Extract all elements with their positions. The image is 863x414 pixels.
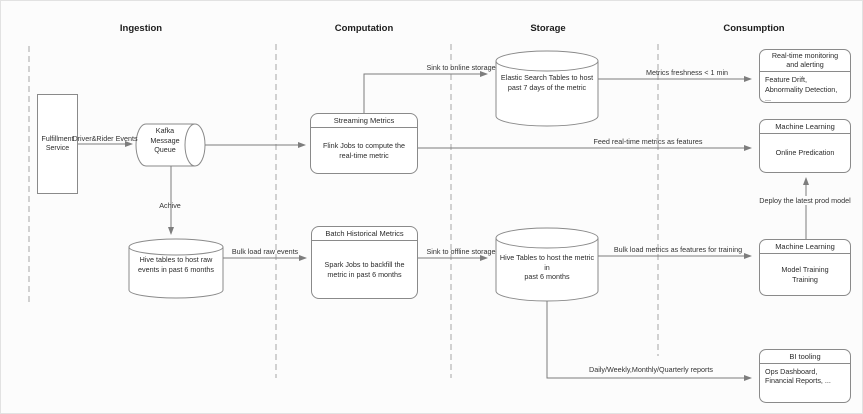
streaming-metrics-title: Streaming Metrics xyxy=(311,114,417,128)
ml-model-training-body: Model Training Training xyxy=(781,265,829,284)
batch-historical-metrics-node: Batch Historical Metrics Spark Jobs to b… xyxy=(311,226,418,299)
streaming-metrics-body: Flink Jobs to compute the real-time metr… xyxy=(323,141,405,160)
edge-label-sink-offline: Sink to offline storage xyxy=(426,247,496,256)
edge-label-achive: Achive xyxy=(159,201,181,210)
kafka-message-queue-label: Kafka Message Queue xyxy=(150,126,180,155)
kafka-cylinder-shape xyxy=(135,123,206,167)
ml-model-training-node: Machine Learning Model Training Training xyxy=(759,239,851,296)
batch-historical-metrics-title: Batch Historical Metrics xyxy=(312,227,417,241)
edge-streaming-to-elastic xyxy=(363,71,488,113)
bi-tooling-node: BI tooling Ops Dashboard, Financial Repo… xyxy=(759,349,851,403)
edge-label-metrics-freshness: Metrics freshness < 1 min xyxy=(645,68,729,77)
edge-label-deploy-model: Deploy the latest prod model xyxy=(757,196,853,205)
edge-label-sink-online: Sink to online storage xyxy=(426,63,496,72)
hive-metric-tables-label: Hive Tables to host the metric in past 6… xyxy=(499,253,595,282)
edge-label-bulk-training: Bulk load metrics as features for traini… xyxy=(613,245,743,254)
hive-raw-events-label: Hive tables to host raw events in past 6… xyxy=(138,255,214,274)
ml-online-prediction-body: Online Predication xyxy=(775,148,835,158)
elastic-search-tables-label: Elastic Search Tables to host past 7 day… xyxy=(500,73,594,92)
elastic-search-cylinder-shape xyxy=(495,50,599,127)
edge-label-reports: Daily/Weekly,Monthly/Quarterly reports xyxy=(589,365,713,374)
lane-header-storage: Storage xyxy=(530,23,566,34)
streaming-metrics-node: Streaming Metrics Flink Jobs to compute … xyxy=(310,113,418,174)
edge-hive-metric-to-bi xyxy=(546,301,752,381)
edge-label-feed-features: Feed real-time metrics as features xyxy=(593,137,703,146)
lane-header-consumption: Consumption xyxy=(723,23,785,34)
realtime-monitoring-body: Feature Drift, Abnormality Detection, ..… xyxy=(765,75,838,103)
hive-metric-cylinder-shape xyxy=(495,227,599,302)
realtime-monitoring-node: Real-time monitoring and alerting Featur… xyxy=(759,49,851,103)
ml-model-training-title: Machine Learning xyxy=(760,240,850,254)
bi-tooling-body: Ops Dashboard, Financial Reports, ... xyxy=(765,367,831,386)
ml-online-prediction-title: Machine Learning xyxy=(760,120,850,134)
batch-historical-metrics-body: Spark Jobs to backfill the metric in pas… xyxy=(324,260,405,279)
hive-raw-cylinder-shape xyxy=(128,238,224,299)
fulfillment-service-node: Fulfillment Service xyxy=(37,94,78,194)
edge-label-driver-rider-events: Driver&Rider Events xyxy=(72,134,138,143)
realtime-monitoring-title: Real-time monitoring and alerting xyxy=(760,50,850,73)
lane-header-ingestion: Ingestion xyxy=(119,23,163,34)
bi-tooling-title: BI tooling xyxy=(760,350,850,364)
lane-header-computation: Computation xyxy=(334,23,394,34)
edge-label-bulk-load-raw: Bulk load raw events xyxy=(231,247,299,256)
ml-online-prediction-node: Machine Learning Online Predication xyxy=(759,119,851,173)
